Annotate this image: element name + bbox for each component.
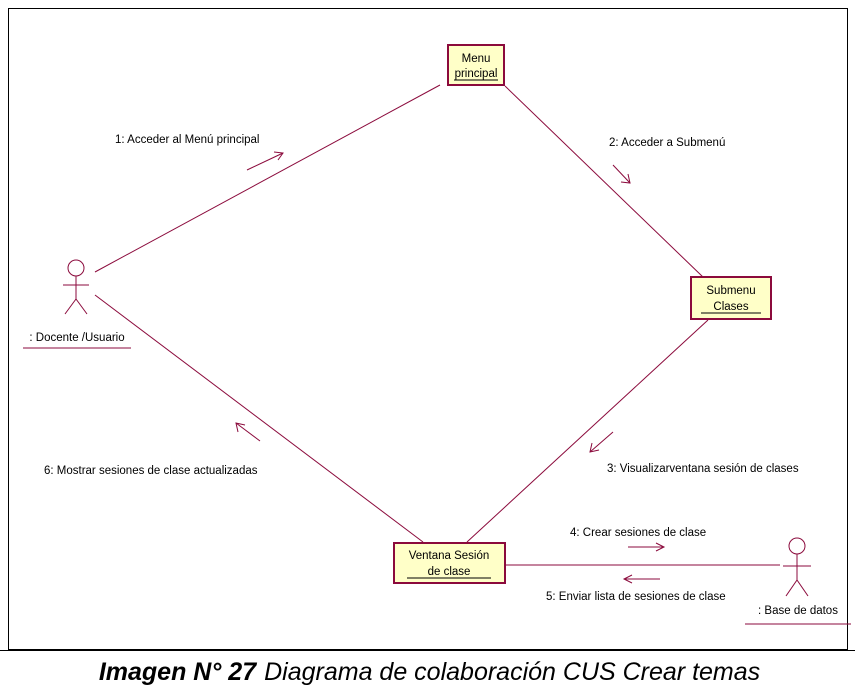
frame-bottom-line: [0, 650, 855, 651]
arrow-m3: [589, 431, 614, 453]
link-menu-submenu: [504, 85, 705, 279]
arrow-m5: [622, 574, 660, 584]
actor-docente[interactable]: [63, 259, 89, 315]
caption-text: Diagrama de colaboración CUS Crear temas: [264, 657, 761, 686]
object-submenu-clases[interactable]: Submenu Clases: [690, 276, 772, 320]
message-4-label: 4: Crear sesiones de clase: [570, 527, 706, 539]
ventana-line1: Ventana Sesión: [409, 550, 490, 562]
message-1-label: 1: Acceder al Menú principal: [115, 134, 259, 146]
arrow-m2: [612, 164, 631, 184]
arrow-m4: [628, 542, 666, 552]
message-5-label: 5: Enviar lista de sesiones de clase: [546, 591, 726, 603]
message-6-label: 6: Mostrar sesiones de clase actualizada…: [44, 465, 258, 477]
menu-line2: principal: [455, 68, 498, 80]
arrow-m1: [246, 151, 284, 171]
actor-docente-label: : Docente /Usuario: [29, 332, 124, 344]
object-menu-principal[interactable]: Menu principal: [447, 44, 505, 86]
link-submenu-ventana: [466, 319, 709, 543]
submenu-line1: Submenu: [706, 285, 755, 297]
figure-caption: Imagen N° 27 Diagrama de colaboración CU…: [0, 651, 859, 693]
object-ventana-sesion[interactable]: Ventana Sesión de clase: [393, 542, 506, 584]
submenu-line2: Clases: [713, 301, 748, 313]
link-docente-menu: [94, 84, 441, 273]
actor-base-head-icon: [788, 537, 806, 555]
actor-base-datos[interactable]: [783, 537, 811, 597]
ventana-line2: de clase: [428, 566, 471, 578]
message-3-label: 3: Visualizarventana sesión de clases: [607, 463, 799, 475]
menu-line1: Menu: [462, 53, 491, 65]
caption-number: Imagen N° 27: [98, 657, 257, 686]
actor-base-label: : Base de datos: [758, 605, 838, 617]
actor-docente-head-icon: [67, 259, 85, 277]
arrow-m6: [235, 422, 261, 442]
message-2-label: 2: Acceder a Submenú: [609, 137, 725, 149]
link-docente-ventana: [94, 294, 424, 543]
